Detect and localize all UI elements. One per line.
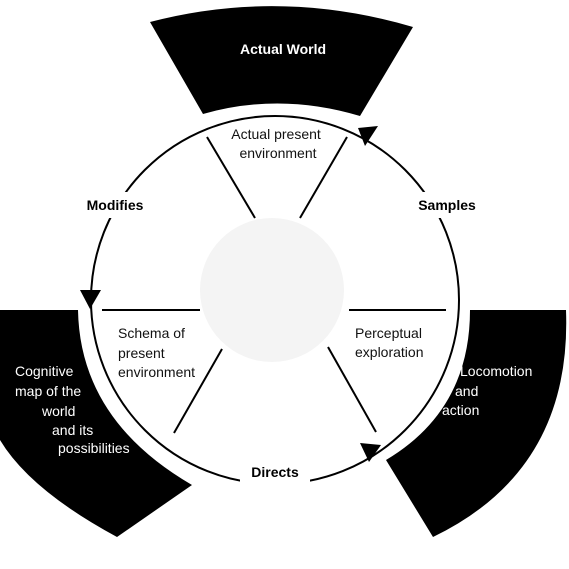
- spoke-top-right: [299, 136, 348, 219]
- label-actual-world: Actual World: [240, 41, 326, 57]
- arrowhead-samples: [358, 126, 378, 146]
- label-bg-samples: [408, 192, 484, 218]
- label-modifies: Modifies: [87, 197, 144, 213]
- label-perceptual-exploration: Perceptual exploration: [355, 325, 426, 360]
- cognitive-map-line-5: possibilities: [58, 440, 130, 456]
- cognitive-map-line-1: Cognitive: [15, 363, 74, 379]
- label-schema: Schema of present environment: [118, 325, 195, 380]
- perceptual-line-2: exploration: [355, 344, 424, 360]
- spoke-right-diagonal: [327, 346, 377, 433]
- cognitive-map-line-2: map of the: [15, 383, 81, 399]
- spoke-top-left: [206, 136, 256, 219]
- actual-present-line-2: environment: [239, 145, 316, 161]
- cognitive-map-line-4: and its: [52, 422, 93, 438]
- locomotion-line-1: Locomotion: [460, 363, 532, 379]
- label-bg-modifies: [78, 192, 154, 218]
- label-locomotion: Locomotion and action: [442, 363, 536, 418]
- schema-line-3: environment: [118, 364, 195, 380]
- label-directs: Directs: [251, 464, 299, 480]
- locomotion-line-2: and: [455, 383, 478, 399]
- schema-line-2: present: [118, 345, 165, 361]
- sector-locomotion: [386, 310, 567, 537]
- cognitive-map-line-3: world: [41, 403, 75, 419]
- spoke-left-diagonal: [173, 348, 223, 434]
- label-samples: Samples: [418, 197, 476, 213]
- label-cognitive-map: Cognitive map of the world and its possi…: [15, 363, 130, 456]
- arrowhead-directs: [360, 443, 381, 462]
- sector-cognitive-map: [0, 310, 192, 537]
- label-bg-directs: [240, 460, 310, 486]
- schema-line-1: Schema of: [118, 325, 185, 341]
- sector-actual-world: [150, 6, 413, 116]
- central-hub: [200, 218, 344, 362]
- actual-present-line-1: Actual present: [231, 126, 321, 142]
- perceptual-line-1: Perceptual: [355, 325, 422, 341]
- label-actual-present-environment: Actual present environment: [231, 126, 324, 161]
- locomotion-line-3: action: [442, 402, 479, 418]
- arrowhead-modifies: [80, 290, 101, 309]
